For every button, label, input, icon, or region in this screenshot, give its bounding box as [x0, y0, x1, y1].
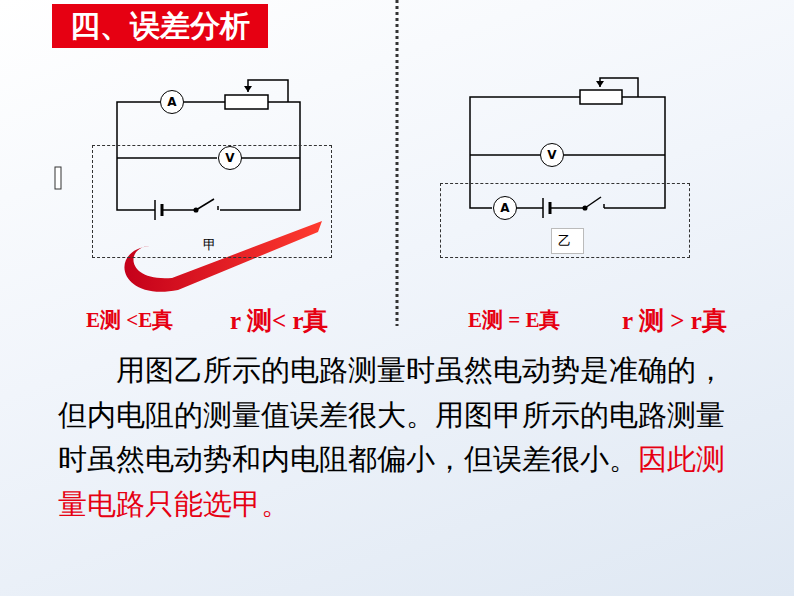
result-formula: r 测< r真: [230, 304, 329, 337]
slider-arrow: [596, 81, 604, 87]
dashed-box: 甲V: [92, 145, 332, 258]
divider-line: [396, 0, 399, 326]
battery-symbol: [155, 200, 162, 220]
battery-symbol: [543, 198, 550, 218]
check-swoosh: [124, 221, 322, 292]
decor-bar: [55, 167, 61, 189]
meter-circle: A: [493, 196, 517, 220]
meter-circle: V: [218, 146, 242, 170]
rheostat-symbol: [225, 95, 268, 109]
slider-arrow: [244, 86, 252, 92]
title-band: 四、误差分析: [52, 4, 268, 48]
explanation-paragraph: 用图乙所示的电路测量时虽然电动势是准确的，但内电阻的测量值误差很大。用图甲所示的…: [58, 348, 750, 526]
result-formula: E测 <E真: [86, 306, 173, 334]
figure-label: 乙: [551, 228, 584, 254]
meter-circle: A: [160, 90, 184, 114]
switch-symbol: [194, 199, 218, 212]
meter-letter: V: [225, 152, 234, 164]
circuit-wires-right: [470, 78, 665, 208]
dashed-box: 乙A: [440, 183, 690, 258]
switch-symbol: [583, 197, 604, 210]
meter-circle: V: [540, 143, 564, 167]
figure-label: 甲: [203, 236, 216, 254]
meter-letter: A: [500, 202, 509, 214]
meter-letter: A: [167, 96, 176, 108]
meter-letter: V: [547, 149, 556, 161]
result-formula: E测 = E真: [468, 306, 560, 334]
rheostat-symbol: [580, 90, 622, 104]
body-text: 用图乙所示的电路测量时虽然电动势是准确的，但内电阻的测量值误差很大。用图甲所示的…: [58, 353, 725, 476]
result-formula: r 测 > r真: [622, 304, 727, 337]
